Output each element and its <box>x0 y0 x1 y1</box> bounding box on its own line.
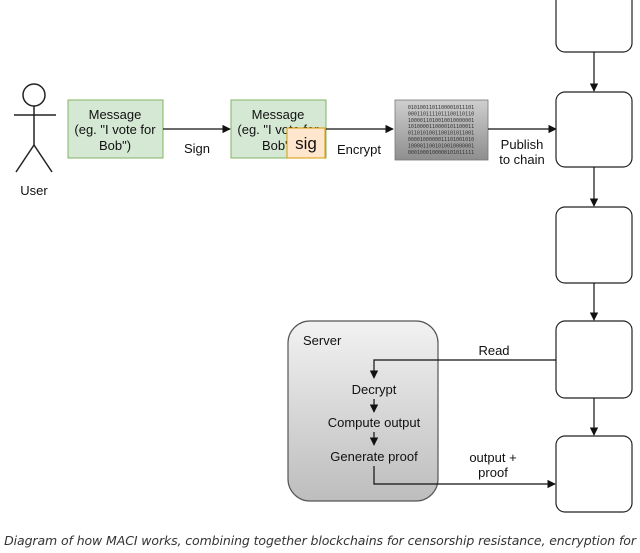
encrypted-blob-line: 1000011001010010000001 <box>408 143 474 149</box>
arrow-read <box>369 359 556 379</box>
edge-label-read: Read <box>478 343 509 358</box>
signature-label: sig <box>295 134 317 153</box>
server-step-compute: Compute output <box>328 415 421 430</box>
chain-block-3 <box>555 206 633 284</box>
user-actor: User <box>14 83 56 198</box>
figure-caption: Diagram of how MACI works, combining tog… <box>4 533 636 548</box>
edge-label-output-1: output + <box>469 450 516 465</box>
encrypted-blob-line: 1010000110000101100011 <box>408 124 474 130</box>
message-line-2: (eg. "I vote for <box>74 122 156 137</box>
encrypted-blob-line: 0001101111011100110110 <box>408 111 474 117</box>
chain-block-1 <box>555 0 633 53</box>
server-step-decrypt: Decrypt <box>352 382 397 397</box>
arrow-output-proof <box>373 466 556 489</box>
encrypted-blob-line: 0000100000011101001010 <box>408 137 474 143</box>
encrypted-blob: 0101001101100001011101000110111101110011… <box>394 99 489 161</box>
signed-message-line-3: Bob") <box>262 138 294 153</box>
chain-block-5 <box>555 435 633 513</box>
user-icon <box>14 83 56 173</box>
edge-label-sign: Sign <box>184 141 210 156</box>
encrypted-blob-line: 0001000100000101011111 <box>408 150 474 156</box>
edge-label-publish-2: to chain <box>499 152 545 167</box>
server-step-proof: Generate proof <box>330 449 418 464</box>
message-box: Message (eg. "I vote for Bob") <box>67 99 164 159</box>
signed-message-box: Message (eg. "I vote for Bob") sig <box>230 99 327 159</box>
message-line-1: Message <box>89 107 142 122</box>
chain-block-4 <box>555 320 633 399</box>
signed-message-line-1: Message <box>252 107 305 122</box>
user-label: User <box>20 183 48 198</box>
server-box: Server Decrypt Compute output Generate p… <box>287 320 439 502</box>
blockchain <box>555 0 633 513</box>
encrypted-blob-line: 0110101001100101011001 <box>408 131 474 137</box>
signature-badge <box>286 127 326 159</box>
message-line-3: Bob") <box>99 138 131 153</box>
server-title: Server <box>303 333 342 348</box>
encrypted-blob-line: 1000011010010010000001 <box>408 118 474 124</box>
encrypted-blob-line: 0101001101100001011101 <box>408 105 474 111</box>
edge-label-output-2: proof <box>478 465 508 480</box>
chain-block-2 <box>555 91 633 168</box>
edge-label-publish-1: Publish <box>501 137 544 152</box>
edge-label-encrypt: Encrypt <box>337 142 381 157</box>
